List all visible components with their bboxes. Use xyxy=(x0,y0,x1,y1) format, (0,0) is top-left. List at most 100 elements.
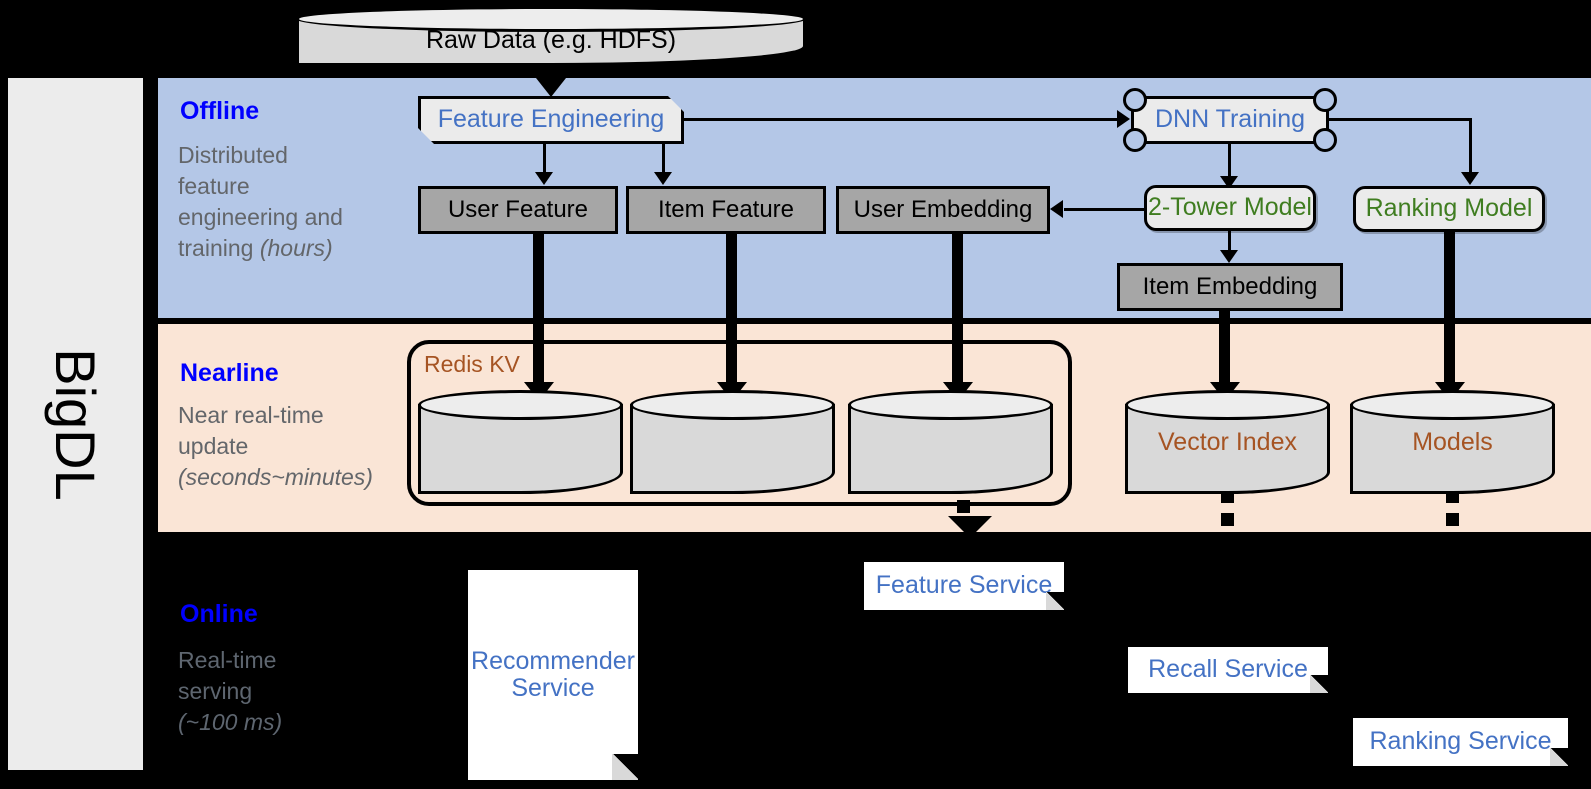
offline-sub-l2: feature xyxy=(178,173,250,199)
feature-engineering-label: Feature Engineering xyxy=(437,105,665,134)
node-dnn-training[interactable]: DNN Training xyxy=(1123,88,1337,152)
layer-subtitle-online: Real-time serving (~100 ms) xyxy=(178,645,398,738)
conn-dot-models-2 xyxy=(1446,513,1459,526)
redis-store-user-feature[interactable] xyxy=(418,390,623,494)
user-embedding-label: User Embedding xyxy=(853,195,1033,223)
redis-store-3-top xyxy=(848,390,1053,420)
pipe-ranking-model xyxy=(1444,232,1455,384)
node-item-embedding[interactable]: Item Embedding xyxy=(1117,263,1343,311)
dnn-training-label: DNN Training xyxy=(1154,105,1306,134)
ranking-model-label: Ranking Model xyxy=(1365,194,1533,223)
offline-sub-l3: engineering and xyxy=(178,204,343,230)
conn-fe-itemfeature xyxy=(662,144,665,174)
online-sub-l1: Real-time xyxy=(178,647,277,673)
node-user-embedding[interactable]: User Embedding xyxy=(836,186,1050,234)
arrowhead-fe-dnn xyxy=(1117,110,1130,128)
pipe-item-feature xyxy=(726,234,737,384)
node-ranking-model[interactable]: Ranking Model xyxy=(1353,186,1545,232)
service-feature[interactable]: Feature Service xyxy=(864,562,1064,610)
models-top xyxy=(1350,390,1555,420)
redis-store-item-feature[interactable] xyxy=(630,390,835,494)
redis-store-2-label-wrap xyxy=(630,390,835,494)
offline-sub-l4: training xyxy=(178,235,260,261)
arrowhead-fe-itemfeature xyxy=(654,172,672,185)
vector-index-body xyxy=(1125,404,1330,494)
conn-fe-dnn xyxy=(684,118,1119,121)
arrowhead-rawdata-fe xyxy=(536,78,566,97)
offline-sub-italic: (hours) xyxy=(259,235,333,261)
conn-twotower-itemembedding xyxy=(1228,231,1231,253)
ranking-service-label: Ranking Service xyxy=(1369,727,1552,756)
user-feature-label: User Feature xyxy=(447,195,589,223)
layer-subtitle-offline: Distributed feature engineering and trai… xyxy=(178,140,388,264)
online-sub-l2: serving xyxy=(178,678,253,704)
redis-kv-group xyxy=(407,340,1072,506)
service-recall[interactable]: Recall Service xyxy=(1128,647,1328,693)
raw-data-label: Raw Data (e.g. HDFS) xyxy=(425,25,677,54)
raw-data-top-ellipse xyxy=(296,6,806,32)
redis-store-2-top xyxy=(630,390,835,420)
item-embedding-label: Item Embedding xyxy=(1142,272,1318,300)
document-fold-icon xyxy=(1550,748,1568,766)
node-feature-engineering[interactable]: Feature Engineering xyxy=(418,96,684,144)
conn-dot-vectorindex-2 xyxy=(1221,513,1234,526)
pipe-user-embedding xyxy=(952,234,963,384)
recommender-service-label-line1: Recommender xyxy=(471,646,635,675)
online-sub-italic: (~100 ms) xyxy=(178,709,283,735)
vector-index-top xyxy=(1125,390,1330,420)
document-fold-icon xyxy=(1046,592,1064,610)
offline-sub-l1: Distributed xyxy=(178,142,288,168)
nearline-sub-l1: Near real-time xyxy=(178,402,324,428)
node-two-tower-model[interactable]: 2-Tower Model xyxy=(1144,185,1316,231)
dnn-corner-bl xyxy=(1123,128,1147,152)
vector-index-label-wrap: Vector Index xyxy=(1125,390,1330,494)
arrowhead-twotower-userembedding xyxy=(1050,200,1063,218)
arrowhead-twotower-itemembedding xyxy=(1220,250,1238,263)
conn-dnn-ranking-v xyxy=(1469,118,1472,173)
arrowhead-redis-featureservice xyxy=(948,516,992,538)
conn-dnn-ranking-h xyxy=(1329,118,1472,121)
models-label-wrap: Models xyxy=(1350,390,1555,494)
service-ranking[interactable]: Ranking Service xyxy=(1353,718,1568,766)
conn-fe-userfeature xyxy=(543,144,546,174)
item-feature-label: Item Feature xyxy=(657,195,795,223)
redis-kv-label: Redis KV xyxy=(424,351,520,377)
pipe-user-feature xyxy=(533,234,544,384)
arrowhead-fe-userfeature xyxy=(535,172,553,185)
layer-title-online: Online xyxy=(180,600,258,628)
layer-title-nearline: Nearline xyxy=(180,359,279,387)
redis-store-user-embedding[interactable] xyxy=(848,390,1053,494)
conn-dnn-twotower xyxy=(1228,144,1231,180)
bigdl-label-wrapper: BigDL xyxy=(8,78,143,770)
recommender-service-label-line2: Service xyxy=(511,674,595,702)
models-label: Models xyxy=(1412,427,1493,456)
node-item-feature[interactable]: Item Feature xyxy=(626,186,826,234)
node-user-feature[interactable]: User Feature xyxy=(418,186,618,234)
redis-store-1-label-wrap xyxy=(418,390,623,494)
redis-store-3-label-wrap xyxy=(848,390,1053,494)
nearline-sub-italic: (seconds~minutes) xyxy=(178,464,373,490)
conn-dot-redis-featureservice xyxy=(957,500,970,513)
layer-title-offline: Offline xyxy=(180,97,260,125)
dnn-corner-br xyxy=(1313,128,1337,152)
nearline-sub-l2: update xyxy=(178,433,249,459)
conn-twotower-userembedding xyxy=(1064,208,1146,211)
document-fold-icon xyxy=(1310,675,1328,693)
service-recommender[interactable]: Recommender Service xyxy=(468,570,638,780)
pipe-item-embedding xyxy=(1219,311,1230,384)
bigdl-sidebar: BigDL xyxy=(8,78,143,770)
vector-index-label: Vector Index xyxy=(1158,427,1297,456)
two-tower-model-label: 2-Tower Model xyxy=(1148,193,1312,222)
arrowhead-dnn-ranking xyxy=(1461,172,1479,185)
redis-store-1-top xyxy=(418,390,623,420)
document-fold-icon xyxy=(612,754,638,780)
store-models[interactable]: Models xyxy=(1350,390,1555,494)
raw-data-label-wrap: Raw Data (e.g. HDFS) xyxy=(296,14,806,66)
conn-rawdata-fe xyxy=(545,64,557,80)
raw-data-store: Raw Data (e.g. HDFS) xyxy=(296,6,806,66)
platform-name: BigDL xyxy=(44,347,107,501)
store-vector-index[interactable]: Vector Index xyxy=(1125,390,1330,494)
layer-subtitle-nearline: Near real-time update (seconds~minutes) xyxy=(178,400,428,493)
recall-service-label: Recall Service xyxy=(1148,655,1308,684)
